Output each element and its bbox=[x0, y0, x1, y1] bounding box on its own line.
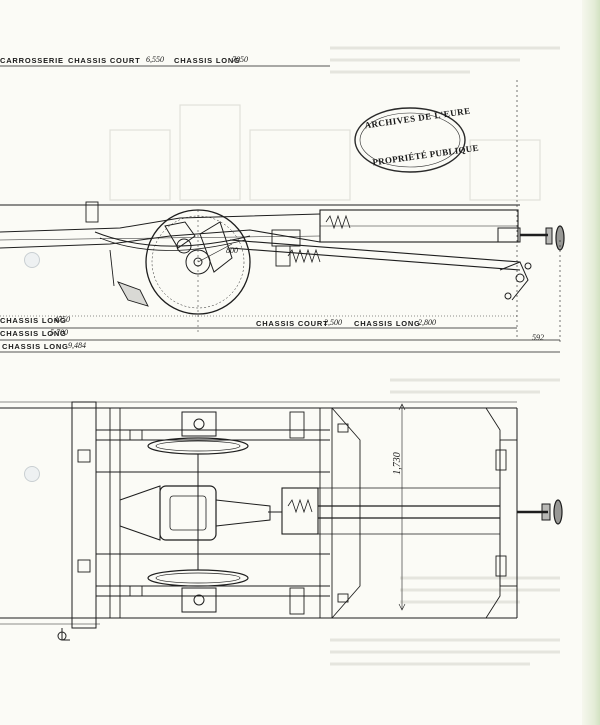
wheelbase-court-value: 2,500 bbox=[324, 318, 342, 327]
archive-stamp bbox=[354, 107, 466, 173]
length-row-2-label: CHASSIS LONG bbox=[0, 329, 67, 338]
length-row-1-label: CHASSIS LONG bbox=[0, 316, 67, 325]
plan-view bbox=[0, 401, 563, 641]
chassis-court-value: 6,550 bbox=[146, 55, 164, 64]
wheelbase-long-label: CHASSIS LONG bbox=[354, 319, 421, 328]
length-row-3-label: CHASSIS LONG bbox=[2, 342, 69, 351]
chassis-long-label: CHASSIS LONG bbox=[174, 56, 241, 65]
ghost-body bbox=[109, 104, 541, 201]
length-row-3-value: 9,484 bbox=[68, 341, 86, 350]
wheelbase-court-label: CHASSIS COURT bbox=[256, 319, 329, 328]
wheel-diameter-value: 800 bbox=[226, 246, 238, 255]
page-edge bbox=[582, 0, 600, 725]
wheelbase-long-value: 2,800 bbox=[418, 318, 436, 327]
punch-hole-bottom bbox=[24, 466, 40, 482]
frame-width-value: 1,730 bbox=[391, 452, 403, 475]
length-row-2-value: 5,700 bbox=[50, 328, 68, 337]
carrosserie-label: CARROSSERIE bbox=[0, 56, 64, 65]
length-row-1-value: 4750 bbox=[54, 315, 70, 324]
chassis-long-value: 7050 bbox=[232, 55, 248, 64]
bleed-through bbox=[330, 46, 560, 666]
punch-hole-top bbox=[24, 252, 40, 268]
chassis-court-label: CHASSIS COURT bbox=[68, 56, 141, 65]
front-overhang-value: 592 bbox=[532, 333, 544, 342]
elevation-view bbox=[0, 65, 565, 353]
